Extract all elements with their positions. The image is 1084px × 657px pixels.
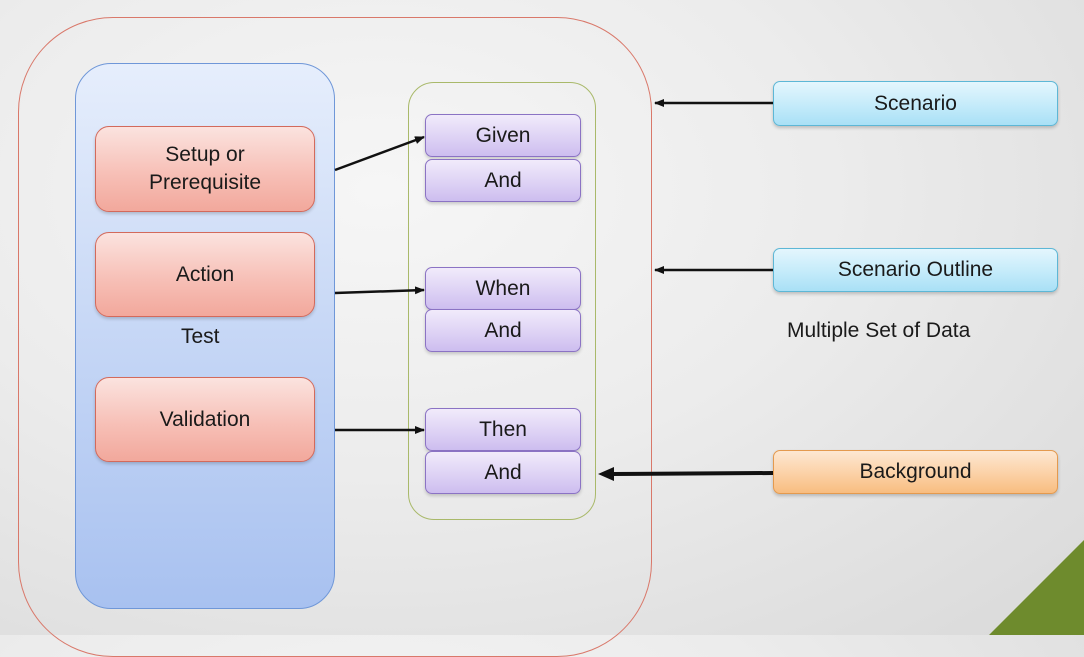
action-box: Action bbox=[95, 232, 315, 317]
test-label: Test bbox=[181, 325, 220, 348]
background-tag: Background bbox=[773, 450, 1058, 494]
action-label: Action bbox=[175, 262, 235, 286]
setup-line-2: Prerequisite bbox=[148, 171, 262, 194]
setup-prerequisite-box: Setup or Prerequisite bbox=[95, 126, 315, 212]
validation-label: Validation bbox=[159, 407, 251, 431]
multiple-data-note: Multiple Set of Data bbox=[787, 319, 971, 342]
scenario-outline-tag: Scenario Outline bbox=[773, 248, 1058, 292]
step-given: Given bbox=[425, 114, 581, 157]
step-and-2: And bbox=[425, 309, 581, 352]
step-when: When bbox=[425, 267, 581, 310]
setup-line-1: Setup or bbox=[165, 143, 245, 166]
validation-box: Validation bbox=[95, 377, 315, 462]
corner-accent bbox=[989, 540, 1084, 635]
step-column bbox=[408, 82, 596, 520]
step-then: Then bbox=[425, 408, 581, 451]
step-and-1: And bbox=[425, 159, 581, 202]
step-and-3: And bbox=[425, 451, 581, 494]
scenario-tag: Scenario bbox=[773, 81, 1058, 126]
